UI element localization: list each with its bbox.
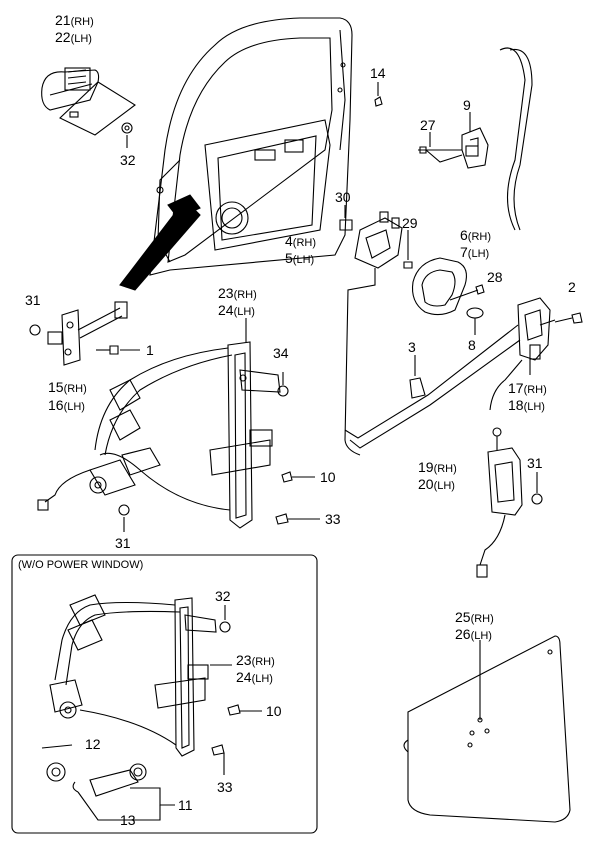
inset-title: (W/O POWER WINDOW) — [18, 559, 143, 571]
callout-29: 29 — [402, 215, 418, 231]
window-crank-handle — [89, 763, 147, 797]
clip-14 — [374, 96, 383, 107]
callout-18: 18(LH) — [508, 397, 545, 413]
leader-11 — [130, 787, 175, 806]
nut-31c — [531, 493, 543, 505]
clip-13 — [72, 781, 79, 793]
callout-31b: 31 — [115, 535, 131, 551]
callout-10a: 10 — [320, 469, 336, 485]
washer-12 — [46, 762, 66, 782]
inside-handle — [354, 211, 403, 269]
lock-actuator — [476, 427, 523, 578]
lock-cable-c — [489, 359, 523, 411]
bezel — [411, 257, 467, 316]
callout-28: 28 — [487, 269, 503, 285]
manual-regulator — [49, 594, 217, 757]
power-window-regulator — [37, 341, 281, 529]
b-pillar-outline — [499, 47, 526, 231]
callout-22: 22(LH) — [55, 29, 92, 45]
callout-19: 19(RH) — [418, 459, 457, 475]
callout-12: 12 — [85, 736, 101, 752]
bolt-33a — [275, 513, 289, 525]
callout-32b: 32 — [215, 588, 231, 604]
callout-24b: 24(LH) — [236, 669, 273, 685]
leader-13b — [150, 805, 161, 821]
callout-33a: 33 — [325, 511, 341, 527]
callout-23b: 23(RH) — [236, 652, 275, 668]
screw-28 — [449, 289, 479, 301]
callout-21: 21(RH) — [55, 12, 94, 28]
callout-5: 5(LH) — [285, 250, 314, 266]
bolt-1-head — [109, 345, 119, 355]
callout-2: 2 — [568, 279, 576, 295]
callout-25: 25(RH) — [455, 609, 494, 625]
callout-32a: 32 — [120, 152, 136, 168]
leader-13a — [77, 791, 150, 821]
callout-10b: 10 — [266, 703, 282, 719]
striker-9 — [418, 127, 489, 169]
leader-12 — [41, 744, 73, 749]
door-frame — [149, 17, 353, 276]
clip-3 — [409, 377, 426, 399]
pointer-arrow-head — [167, 194, 201, 219]
lock-cable-b — [344, 324, 519, 439]
callout-20: 20(LH) — [418, 476, 455, 492]
callout-27: 27 — [420, 117, 436, 133]
washer-12-hole — [51, 767, 61, 777]
callout-8: 8 — [468, 337, 476, 353]
lock-cable-a — [349, 339, 521, 449]
callout-26: 26(LH) — [455, 626, 492, 642]
callout-16: 16(LH) — [48, 397, 85, 413]
door-lock — [517, 297, 556, 361]
callout-31c: 31 — [527, 455, 543, 471]
callout-9: 9 — [463, 97, 471, 113]
callout-6: 6(RH) — [460, 227, 491, 243]
callout-17: 17(RH) — [508, 380, 547, 396]
callout-31a: 31 — [25, 292, 41, 308]
outside-handle — [41, 67, 136, 136]
callout-33b: 33 — [217, 779, 233, 795]
callout-3: 3 — [408, 339, 416, 355]
callout-34: 34 — [273, 345, 289, 361]
screw-2 — [554, 317, 573, 323]
nut-32b — [219, 621, 231, 633]
callout-30: 30 — [335, 189, 351, 205]
callout-14: 14 — [370, 65, 386, 81]
callout-15: 15(RH) — [48, 379, 87, 395]
callout-13: 13 — [120, 812, 136, 828]
door-check — [47, 301, 128, 366]
screw-30 — [339, 219, 353, 231]
callout-1: 1 — [146, 342, 154, 358]
callout-23a: 23(RH) — [218, 285, 257, 301]
nut-31b — [118, 504, 130, 516]
screw-2-head — [571, 312, 583, 324]
lock-rod — [344, 268, 376, 456]
bolt-10a — [281, 471, 293, 483]
bolt-10b — [227, 704, 241, 716]
trim-pad — [403, 635, 571, 823]
nut-34 — [277, 385, 289, 397]
callout-11: 11 — [178, 797, 193, 813]
callout-4: 4(RH) — [285, 233, 316, 249]
callout-24a: 24(LH) — [218, 302, 255, 318]
nut-31a — [29, 324, 41, 336]
screw-28-head — [475, 284, 485, 295]
b-pillar-outline-inner — [509, 48, 533, 231]
callout-7: 7(LH) — [460, 244, 489, 260]
inset-frame — [11, 554, 318, 834]
screw-29 — [403, 261, 413, 269]
